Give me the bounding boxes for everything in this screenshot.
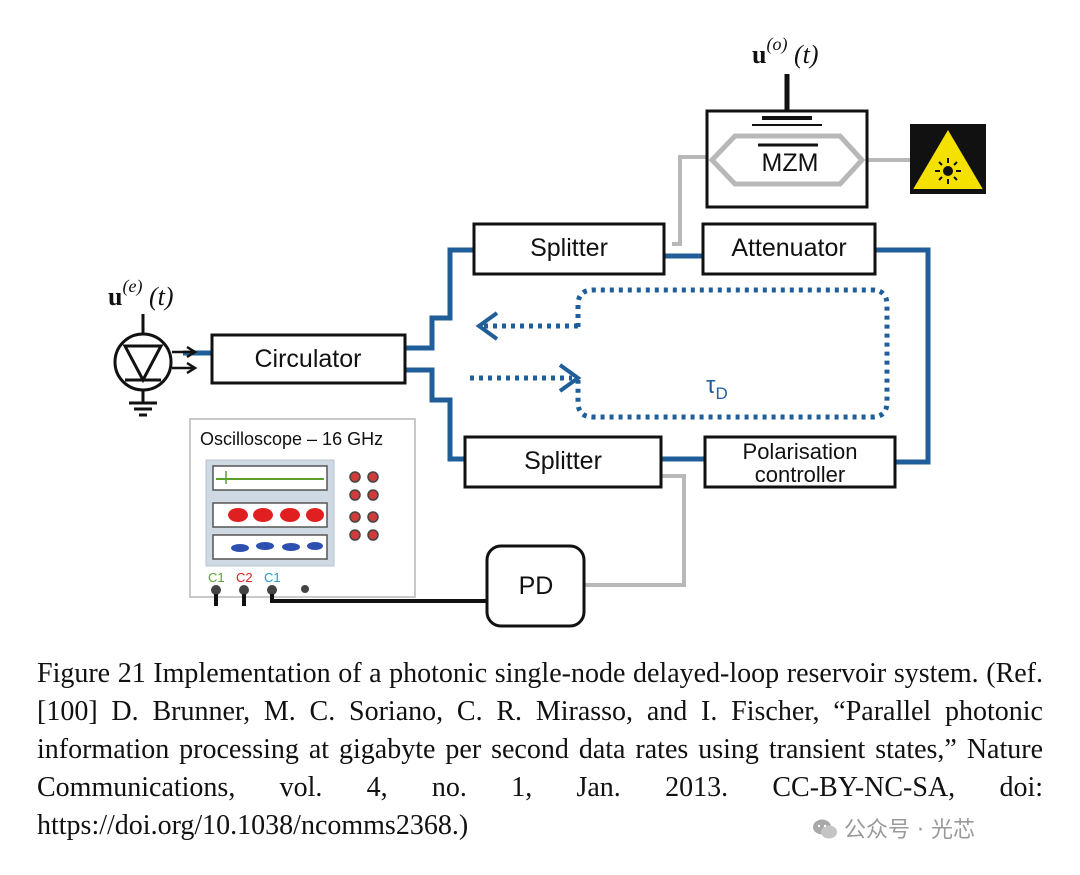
polarisation-label-line1: Polarisation	[743, 439, 858, 464]
fiber-circulator-to-top-splitter	[405, 247, 474, 351]
reservoir-diagram: τD u(o) (t) MZM	[108, 34, 986, 628]
splitter-bottom: Splitter	[463, 435, 663, 489]
fiber-attenuator-to-polarisation	[875, 247, 931, 465]
electrical-connections	[585, 155, 910, 587]
channel-leads	[214, 594, 246, 606]
emission-arrows-icon	[172, 345, 198, 375]
mzm-box	[705, 109, 869, 209]
mzm-block: MZM	[705, 109, 869, 209]
electrical-splitter-to-mzm	[672, 155, 714, 246]
polarisation-box	[703, 435, 897, 489]
laser-diode-triangle	[122, 344, 164, 384]
arrowhead-left-icon	[475, 311, 499, 341]
mzm-signal-label: u(o) (t)	[752, 34, 819, 69]
channel-connectors	[211, 585, 309, 595]
delay-loop: τD	[470, 287, 890, 420]
mzm-signal: u(o) (t)	[752, 34, 819, 116]
attenuator-box	[701, 222, 877, 276]
delay-label: τD	[706, 372, 728, 403]
figure-caption: Figure 21 Implementation of a photonic s…	[37, 658, 1043, 841]
splitter-top-box	[472, 222, 666, 276]
fiber-circulator-to-bottom-splitter	[405, 367, 465, 462]
laser-warning-icon	[910, 124, 986, 194]
splitter-bottom-label: Splitter	[524, 447, 602, 475]
channel-label-1: C1	[208, 570, 225, 585]
mzm-label: MZM	[762, 149, 819, 177]
oscilloscope-label: Oscilloscope – 16 GHz	[200, 429, 383, 449]
attenuator: Attenuator	[701, 222, 877, 276]
circulator-label: Circulator	[255, 345, 362, 373]
laser-icon-rays	[935, 158, 961, 184]
mzm-waveguide	[708, 133, 866, 187]
arrowhead-right-icon	[558, 363, 582, 393]
channel-label-2: C2	[236, 570, 253, 585]
ground-icon	[129, 401, 157, 417]
circulator: Circulator	[210, 333, 407, 385]
trace-red	[228, 508, 324, 522]
input-source: u(e) (t)	[108, 276, 198, 417]
electrical-splitter-to-pd	[585, 474, 686, 587]
photodiode: PD	[485, 544, 586, 628]
laser-icon-center	[943, 166, 953, 176]
pd-box	[485, 544, 586, 628]
watermark: 公众号 · 光芯	[812, 812, 975, 844]
oscilloscope: Oscilloscope – 16 GHz C1 C2	[189, 418, 487, 606]
splitter-bottom-box	[463, 435, 663, 489]
wechat-icon	[813, 819, 837, 839]
splitter-top: Splitter	[472, 222, 666, 276]
pd-label: PD	[519, 572, 554, 600]
delay-loop-path	[575, 287, 890, 420]
channel-label-3: C1	[264, 570, 281, 585]
polarisation-label-line2: controller	[755, 462, 845, 487]
watermark-text: 公众号 · 光芯	[844, 818, 975, 843]
input-signal-label: u(e) (t)	[108, 276, 174, 311]
polarisation-controller: Polarisation controller	[703, 435, 897, 489]
cable-oscilloscope-to-pd	[270, 594, 487, 603]
oscilloscope-knobs	[349, 471, 379, 541]
attenuator-label: Attenuator	[731, 234, 846, 262]
trace-blue	[231, 542, 323, 552]
splitter-top-label: Splitter	[530, 234, 608, 262]
circulator-box	[210, 333, 407, 385]
